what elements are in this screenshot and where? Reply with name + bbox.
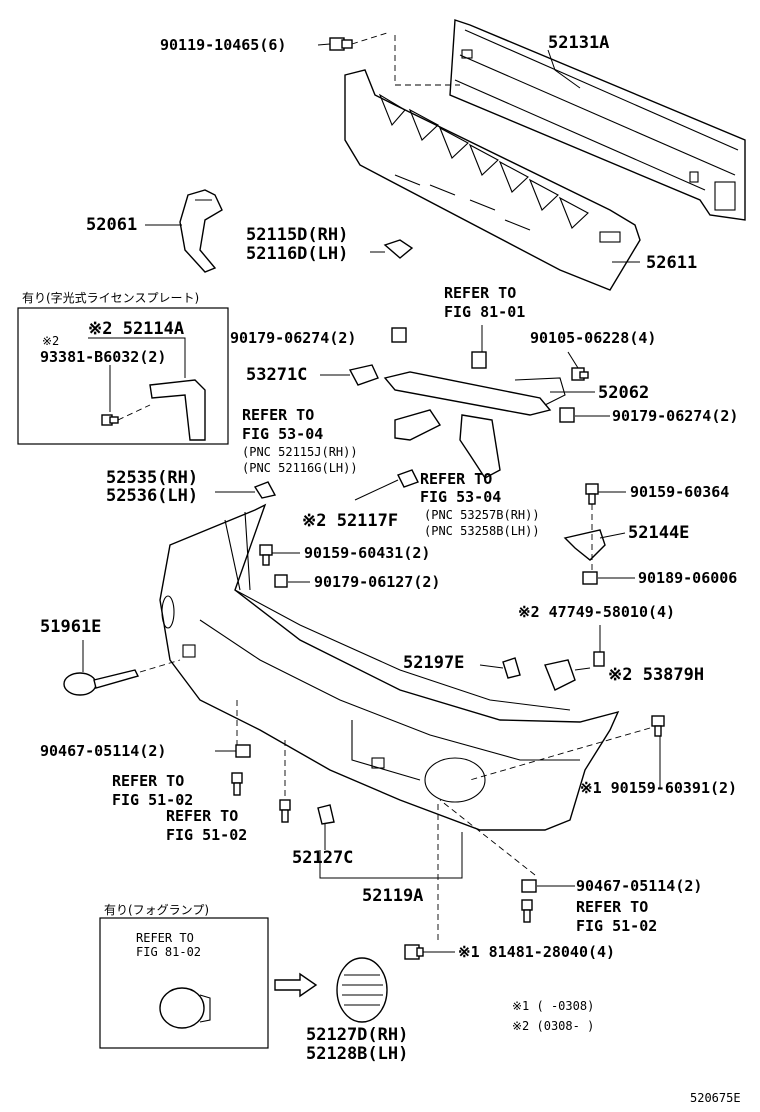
refer-53-04a-line2: FIG 53-04 [242,425,323,443]
clip-90179-a [391,327,407,343]
refer-53-04b-line4: (PNC 53258B(LH)) [424,524,540,538]
label-52127c: 52127C [292,848,353,868]
clip-53879h [544,659,576,691]
bolt-refer-51-02a [231,772,243,796]
clip-52127c [317,804,335,825]
nut-90189 [582,571,598,585]
bolt-90159-60391 [651,715,665,737]
license-plate-box [17,307,229,445]
label-52535: 52535(RH) [106,468,198,488]
refer-53-04a-line1: REFER TO [242,406,314,424]
bolt-refer-51-02c [521,899,533,923]
label-90159-60431: 90159-60431(2) [304,544,430,562]
absorber-52611 [344,69,641,291]
screw-93381 [101,414,119,426]
fog-lamp-box [99,917,269,1049]
label-52611: 52611 [646,253,697,273]
label-90179-06274-a: 90179-06274(2) [230,329,356,347]
clip-refer-81-01 [471,351,487,369]
label-90179-06127: 90179-06127(2) [314,573,440,591]
label-90467-a: 90467-05114(2) [40,742,166,760]
label-52116d: 52116D(LH) [246,244,348,264]
grommet-81481 [404,944,424,960]
bumper-cover-52119a [159,503,620,831]
refer-51-02a-line2: FIG 51-02 [112,791,193,809]
bolt-90159-60364 [585,483,599,505]
fog-lamp [159,987,211,1029]
refer-81-01-line1: REFER TO [444,284,516,302]
arrow-icon [274,972,318,998]
box1-note2: ※2 [42,334,59,348]
refer-51-02b-line1: REFER TO [166,807,238,825]
fog-cover-52127d [336,957,388,1023]
bracket-52144e [563,529,606,561]
nut-90467-a [235,744,251,758]
refer-81-01-line2: FIG 81-01 [444,303,525,321]
label-53879h: ※2 53879H [608,665,704,685]
diagram-id: 520675E [690,1091,741,1105]
label-93381: 93381-B6032(2) [40,348,166,366]
retainer-52062 [383,371,566,416]
refer-51-02b-line2: FIG 51-02 [166,826,247,844]
label-52117f: ※2 52117F [302,511,398,531]
bracket-refer-53-04b [459,414,501,479]
label-53271c: 53271C [246,365,307,385]
nut-90467-b [521,879,537,893]
bracket-52115d [383,239,414,259]
note-2: ※2 (0308- ) [512,1019,594,1033]
bolt-90119 [329,37,353,51]
label-52128b: 52128B(LH) [306,1044,408,1064]
refer-53-04b-line1: REFER TO [420,470,492,488]
clip-90179-06127 [274,574,288,588]
refer-51-02a-line1: REFER TO [112,772,184,790]
box2-title: 有り(フォグランプ) [104,903,209,917]
bolt-refer-51-02b [279,799,291,823]
clip-52117f [397,469,419,488]
label-52131a: 52131A [548,33,609,53]
bracket-refer-53-04a [394,409,442,441]
label-47749: ※2 47749-58010(4) [518,603,675,621]
label-52115d: 52115D(RH) [246,225,348,245]
screw-47749 [593,651,605,667]
plate-bracket-52114a [149,379,206,441]
label-52062: 52062 [598,383,649,403]
label-90159-60391: ※1 90159-60391(2) [580,779,737,797]
note-1: ※1 ( -0308) [512,999,594,1013]
label-52119a: 52119A [362,886,423,906]
bolt-90105 [571,367,589,381]
label-52144e: 52144E [628,523,689,543]
label-90159-60364: 90159-60364 [630,483,729,501]
bolt-90159-60431 [259,544,273,566]
box1-title: 有り(字光式ライセンスプレート) [22,290,199,305]
clip-52535 [253,481,277,499]
label-90467-b: 90467-05114(2) [576,877,702,895]
label-52061: 52061 [86,215,137,235]
nut-53271c [348,364,379,386]
label-90179-06274-b: 90179-06274(2) [612,407,738,425]
clip-52197e [502,657,521,679]
label-51961e: 51961E [40,617,101,637]
label-52536: 52536(LH) [106,486,198,506]
refer-53-04a-line3: (PNC 52115J(RH)) [242,445,358,459]
refer-51-02c-line2: FIG 51-02 [576,917,657,935]
refer-53-04b-line3: (PNC 53257B(RH)) [424,508,540,522]
box2-refer-line2: FIG 81-02 [136,945,201,959]
towing-hook-51961e [63,669,140,696]
refer-51-02c-line1: REFER TO [576,898,648,916]
refer-53-04b-line2: FIG 53-04 [420,488,501,506]
label-90119: 90119-10465(6) [160,36,286,54]
label-90189: 90189-06006 [638,569,737,587]
label-52197e: 52197E [403,653,464,673]
clip-90179-b [559,407,575,423]
refer-53-04a-line4: (PNC 52116G(LH)) [242,461,358,475]
label-90105: 90105-06228(4) [530,329,656,347]
label-52127d: 52127D(RH) [306,1025,408,1045]
box2-refer-line1: REFER TO [136,931,194,945]
label-52114a: ※2 52114A [88,319,184,339]
label-81481: ※1 81481-28040(4) [458,943,615,961]
reinforcement-52131a [449,19,746,221]
bracket-52061 [179,189,223,273]
